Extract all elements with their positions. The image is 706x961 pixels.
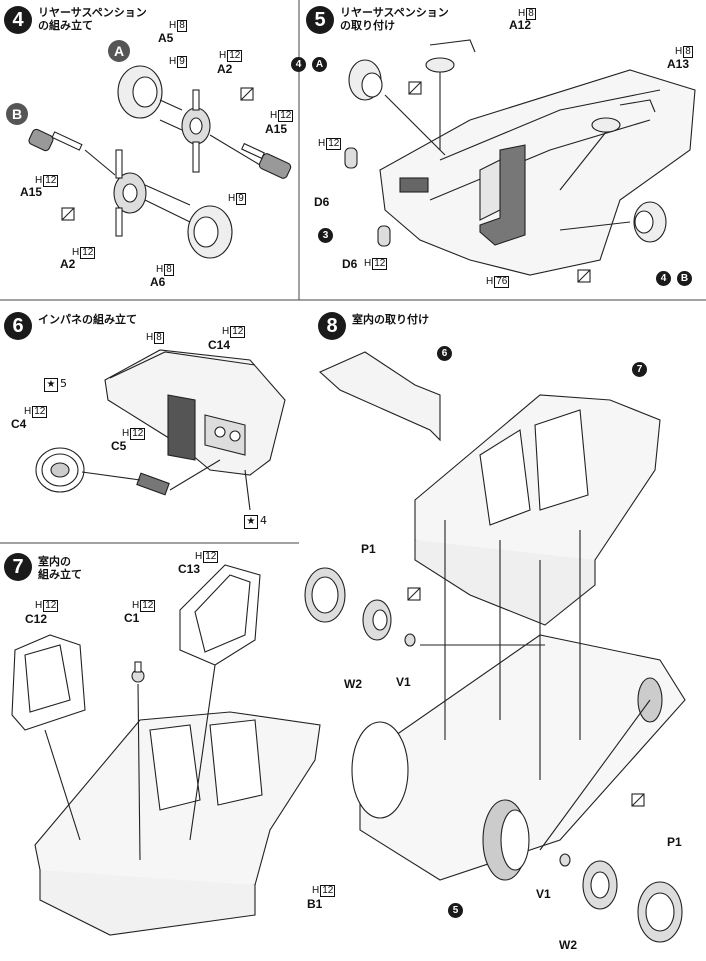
part-label-a15-top: A15: [265, 122, 288, 136]
step-number-8: 8: [318, 312, 346, 340]
step-number-4: 4: [4, 6, 32, 34]
group-a-marker: A: [108, 40, 130, 62]
step-title-8: 室内の取り付け: [352, 313, 429, 326]
part-label-a15-left: A15: [20, 185, 43, 199]
step8-diagram: [304, 351, 686, 943]
part-label-d6-bottom: D6: [342, 257, 358, 271]
part-label-p1-top: P1: [361, 542, 376, 556]
step-number-7: 7: [4, 553, 32, 581]
step-number-6: 6: [4, 312, 32, 340]
part-label-c4: C4: [11, 417, 27, 431]
part-label-a5: A5: [158, 31, 174, 45]
step6-diagram: [35, 349, 286, 511]
step7-diagram: [11, 564, 321, 936]
part-label-a6: A6: [150, 275, 166, 289]
part-label-c14: C14: [208, 338, 231, 352]
part-label-v1-top: V1: [396, 675, 411, 689]
part-label-a2-top: A2: [217, 62, 233, 76]
part-label-v1-bottom: V1: [536, 887, 551, 901]
step-title-6: インパネの組み立て: [38, 313, 137, 326]
part-label-p1-bottom: P1: [667, 835, 682, 849]
star-ref-4: ★4: [244, 515, 267, 529]
part-label-b1: B1: [307, 897, 323, 911]
part-label-c1: C1: [124, 611, 140, 625]
part-label-w2-top: W2: [344, 677, 362, 691]
ref-step7: 7: [632, 362, 647, 377]
part-label-a2-bottom: A2: [60, 257, 76, 271]
part-label-a13: A13: [667, 57, 690, 71]
ref-group-a: A: [312, 57, 327, 72]
star-ref-5: ★5: [44, 378, 67, 392]
ref-step3: 3: [318, 228, 333, 243]
part-label-c13: C13: [178, 562, 201, 576]
step-title-5: リヤーサスペンション の取り付け: [340, 6, 449, 32]
part-label-w2-bottom: W2: [559, 938, 577, 952]
part-label-c12: C12: [25, 612, 48, 626]
step-number-5: 5: [306, 6, 334, 34]
ref-step4-a: 4: [291, 57, 306, 72]
part-label-c5: C5: [111, 439, 127, 453]
step5-diagram: [344, 39, 696, 283]
part-label-a12: A12: [509, 18, 532, 32]
ref-step4-b: 4: [656, 271, 671, 286]
ref-group-b: B: [677, 271, 692, 286]
step4-diagram: [28, 65, 292, 259]
ref-step6: 6: [437, 346, 452, 361]
step-title-7: 室内の 組み立て: [38, 555, 82, 581]
part-label-d6-top: D6: [314, 195, 330, 209]
step-title-4: リヤーサスペンション の組み立て: [38, 6, 147, 32]
group-b-marker: B: [6, 103, 28, 125]
ref-step5: 5: [448, 903, 463, 918]
